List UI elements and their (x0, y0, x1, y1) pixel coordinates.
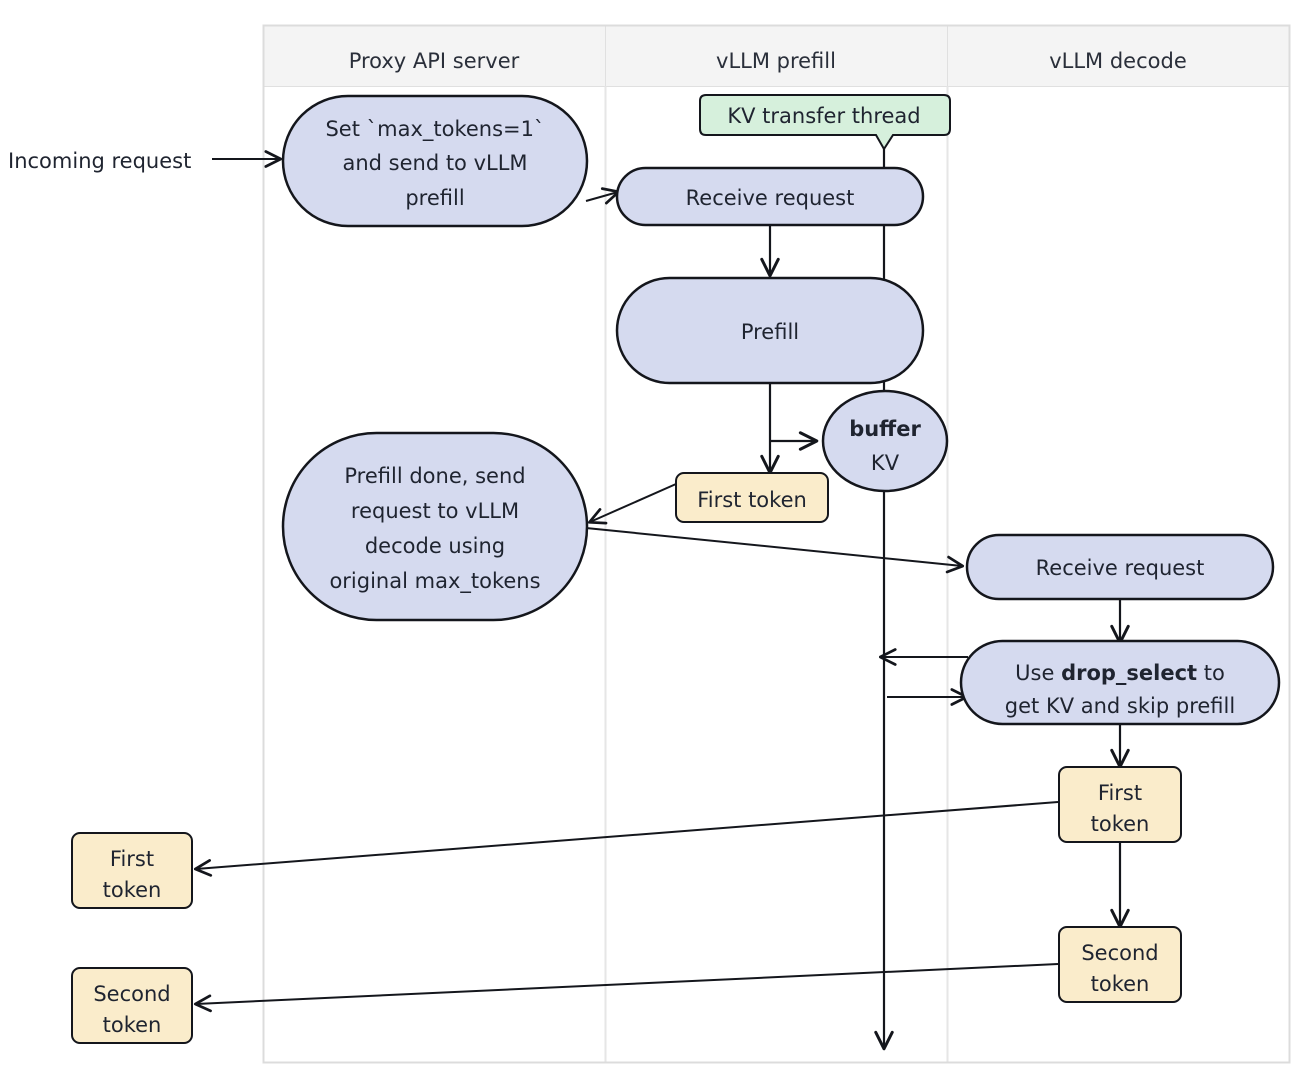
node-buffer-kv[interactable]: buffer KV (821, 389, 949, 493)
node-shape[interactable] (1058, 926, 1182, 1003)
node-line-2: get KV and skip prefill (1005, 694, 1235, 718)
node-output-second-token[interactable]: Second token (71, 967, 193, 1044)
node-line-2: and send to vLLM (342, 151, 527, 175)
node-label: First token (697, 488, 807, 512)
dropselect-line1-pre: Use (1015, 661, 1061, 685)
node-shape[interactable] (965, 533, 1275, 601)
node-label: Receive request (686, 186, 855, 210)
edge-decode-first-token-to-output (193, 801, 1059, 877)
node-label: Prefill (741, 320, 799, 344)
node-proxy-set-max-tokens[interactable]: Set `max_tokens=1` and send to vLLM pref… (281, 94, 589, 228)
node-line-4: original max_tokens (329, 569, 540, 594)
node-prefill-prefill[interactable]: Prefill (615, 276, 925, 385)
node-proxy-prefill-done[interactable]: Prefill done, send request to vLLM decod… (281, 431, 589, 622)
lane-label-prefill: vLLM prefill (716, 49, 836, 73)
incoming-request-label: Incoming request (8, 149, 191, 173)
node-shape[interactable] (1058, 766, 1182, 843)
node-line-1: buffer (849, 417, 921, 441)
node-line-3: prefill (405, 186, 464, 210)
lane-label-decode: vLLM decode (1049, 49, 1187, 73)
node-decode-second-token[interactable]: Second token (1058, 926, 1182, 1003)
node-kv-transfer-thread[interactable]: KV transfer thread (699, 94, 951, 151)
node-prefill-first-token[interactable]: First token (675, 472, 829, 523)
lane-label-proxy: Proxy API server (349, 49, 520, 73)
dropselect-bold-token: drop_select (1061, 661, 1197, 685)
node-shape[interactable] (71, 832, 193, 909)
note-shape[interactable] (699, 94, 951, 151)
node-shape[interactable] (71, 967, 193, 1044)
lane-header-proxy (263, 25, 606, 87)
node-prefill-receive-request[interactable]: Receive request (615, 166, 925, 227)
node-line-1: Prefill done, send (344, 464, 525, 488)
node-line-2: token (103, 878, 162, 902)
node-line-1: First (110, 847, 154, 871)
node-output-first-token[interactable]: First token (71, 832, 193, 909)
note-label: KV transfer thread (727, 104, 920, 128)
edge-proxy-done-to-decode-receive (585, 527, 965, 574)
node-shape[interactable] (959, 639, 1281, 726)
node-shape[interactable] (675, 472, 829, 523)
node-line-1: First (1098, 781, 1142, 805)
node-line-1: Use drop_select to (1015, 661, 1225, 685)
node-line-1: Second (1081, 941, 1158, 965)
lane-header-decode (947, 25, 1290, 87)
lane-outer-border (262, 24, 1291, 1064)
node-line-2: request to vLLM (351, 499, 519, 523)
node-shape[interactable] (281, 431, 589, 622)
node-label: Receive request (1036, 556, 1205, 580)
edge-first-token-to-proxy-done (587, 483, 677, 525)
node-line-2: token (103, 1013, 162, 1037)
node-shape[interactable] (615, 276, 925, 385)
edge-proxy-to-prefill-receive (585, 187, 621, 205)
node-line-1: Second (93, 982, 170, 1006)
node-line-2: KV (871, 451, 900, 475)
dropselect-line1-post: to (1197, 661, 1225, 685)
node-line-2: token (1091, 812, 1150, 836)
node-decode-first-token[interactable]: First token (1058, 766, 1182, 843)
node-decode-drop-select[interactable]: Use drop_select to get KV and skip prefi… (959, 639, 1281, 726)
node-shape[interactable] (615, 166, 925, 227)
svg-text:Incoming request: Incoming request (8, 149, 191, 173)
node-line-3: decode using (365, 534, 505, 558)
node-line-1: Set `max_tokens=1` (325, 117, 544, 142)
node-shape[interactable] (821, 389, 949, 493)
node-decode-receive-request[interactable]: Receive request (965, 533, 1275, 601)
node-shape[interactable] (281, 94, 589, 228)
edges-layer (193, 148, 1130, 1051)
edge-decode-second-token-to-output (193, 963, 1059, 1013)
node-line-2: token (1091, 972, 1150, 996)
